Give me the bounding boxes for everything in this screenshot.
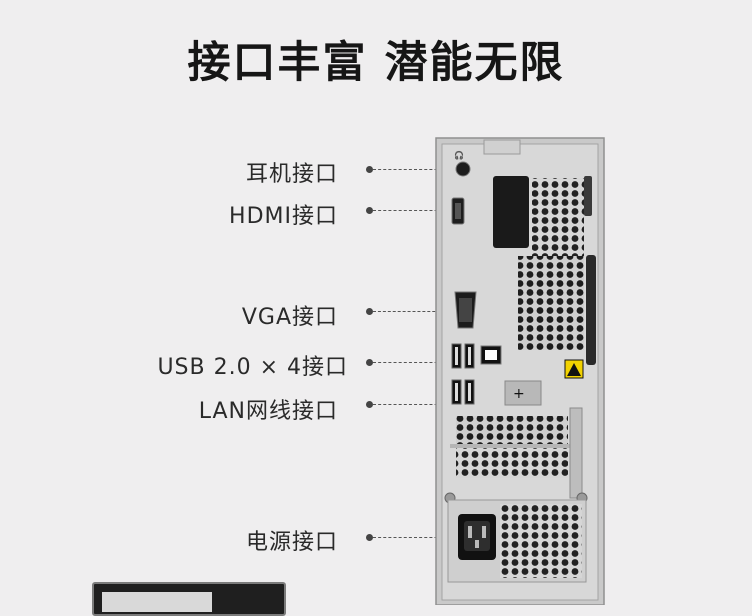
power-port-label: 电源接口	[245, 530, 338, 555]
accessory-device	[92, 582, 286, 616]
accessory-device-face	[102, 592, 212, 612]
psu-vent-grille	[500, 504, 582, 578]
hdmi-leader-dot	[366, 207, 373, 214]
power-leader-dot	[366, 534, 373, 541]
headphone-symbol-icon: 🎧	[454, 150, 464, 160]
usb-leader-line	[373, 362, 453, 363]
hdmi-leader-line	[373, 210, 453, 211]
lan-port-label: LAN网线接口	[198, 399, 338, 424]
io-dark-block	[493, 176, 529, 248]
chassis-top-lip	[483, 139, 521, 155]
usb-leader-dot	[366, 359, 373, 366]
headphone-leader-dot	[366, 166, 373, 173]
page-headline: 接口丰富 潜能无限	[187, 38, 565, 88]
vga-port-label: VGA接口	[241, 305, 338, 330]
vga-leader-line	[373, 311, 455, 312]
hdmi-port-label: HDMI接口	[229, 204, 338, 229]
vga-leader-dot	[366, 308, 373, 315]
expansion-slot-1	[456, 416, 568, 444]
side-latch	[586, 255, 596, 365]
headphone-leader-line	[373, 169, 458, 170]
middle-vent-grille	[518, 256, 584, 350]
lan-leader-dot	[366, 401, 373, 408]
usb-port-icon	[451, 343, 475, 405]
headphone-port-label: 耳机接口	[245, 162, 338, 187]
usb-port-label: USB 2.0 × 4接口	[157, 355, 348, 380]
slot-bracket-right	[569, 407, 583, 499]
lan-leader-line	[373, 404, 453, 405]
warning-icon	[567, 363, 581, 376]
rear-bracket	[504, 380, 542, 406]
expansion-slot-2	[456, 448, 568, 478]
headphone-jack-icon	[455, 161, 471, 177]
svg-text:+: +	[513, 386, 525, 402]
power-leader-line	[373, 537, 458, 538]
side-slot	[584, 176, 592, 216]
upper-vent-grille	[532, 178, 584, 256]
